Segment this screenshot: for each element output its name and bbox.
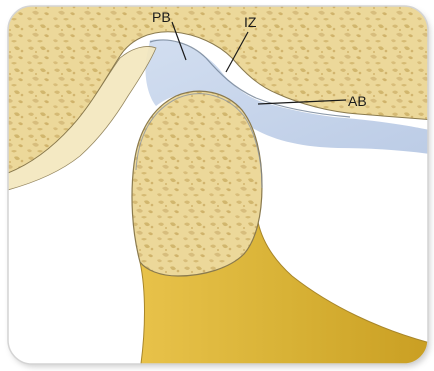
mandibular-condyle	[132, 91, 262, 276]
label-iz: IZ	[244, 14, 257, 30]
label-pb: PB	[152, 9, 171, 25]
label-ab: AB	[348, 93, 367, 109]
